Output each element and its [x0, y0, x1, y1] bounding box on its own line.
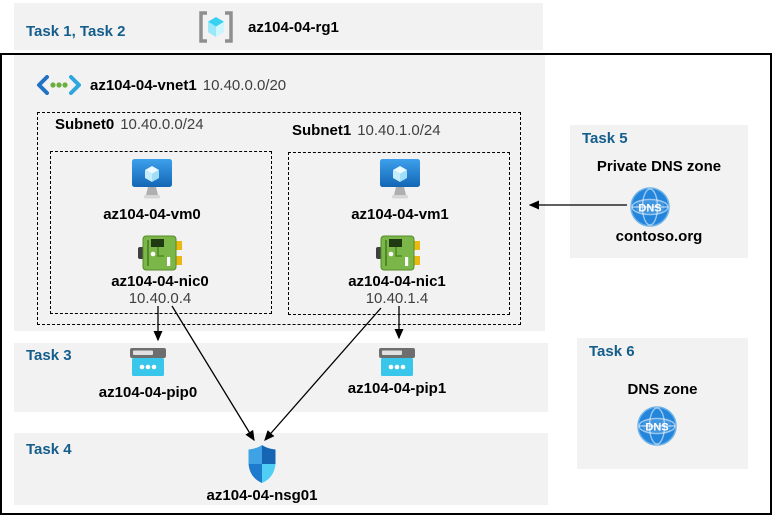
- vm0-name: az104-04-vm0: [103, 206, 201, 223]
- vnet-name: az104-04-vnet1: [90, 77, 197, 94]
- vm-icon: [131, 158, 173, 202]
- task3-label: Task 3: [26, 347, 72, 364]
- public-ip-icon: [130, 348, 166, 378]
- task5-title: Private DNS zone: [596, 158, 722, 175]
- dns-zone-icon: [637, 406, 677, 446]
- diagram-frame: [0, 53, 772, 515]
- subnet0-label-row: Subnet0 10.40.0.0/24: [55, 117, 204, 133]
- nic1-name: az104-04-nic1: [348, 273, 446, 290]
- nic0-ip: 10.40.0.4: [128, 290, 192, 307]
- task12-band: Task 1, Task 2: [14, 3, 543, 50]
- pip1-name: az104-04-pip1: [347, 380, 447, 397]
- vm-icon: [379, 158, 421, 202]
- nic-icon: [376, 234, 420, 272]
- task6-title: DNS zone: [627, 381, 698, 398]
- nic1-ip: 10.40.1.4: [365, 290, 429, 307]
- subnet0-cidr: 10.40.0.0/24: [120, 116, 204, 133]
- task4-band: Task 4: [14, 433, 548, 505]
- task4-label: Task 4: [26, 441, 72, 458]
- subnet1-label-row: Subnet1 10.40.1.0/24: [292, 123, 441, 139]
- resource-group-icon: [196, 11, 236, 43]
- private-dns-zone-name: contoso.org: [615, 228, 703, 245]
- dns-zone-icon: [630, 187, 670, 227]
- vnet-label-row: az104-04-vnet1 10.40.0.0/20: [90, 78, 286, 94]
- nic-icon: [138, 234, 182, 272]
- subnet1-cidr: 10.40.1.0/24: [357, 122, 441, 139]
- vnet-area: [14, 55, 545, 331]
- nsg-name: az104-04-nsg01: [206, 487, 318, 504]
- task5-box: Task 5 Private DNS zone contoso.org: [570, 125, 748, 258]
- vm1-name: az104-04-vm1: [351, 206, 449, 223]
- subnet0-name: Subnet0: [55, 116, 115, 133]
- nsg-shield-icon: [247, 444, 277, 484]
- task6-box: Task 6 DNS zone: [577, 338, 748, 469]
- task5-label: Task 5: [582, 130, 628, 147]
- subnet0-box: [50, 151, 272, 314]
- resource-group-name: az104-04-rg1: [248, 19, 339, 36]
- task6-label: Task 6: [589, 343, 635, 360]
- nic0-name: az104-04-nic0: [111, 273, 209, 290]
- public-ip-icon: [379, 348, 415, 378]
- task12-label: Task 1, Task 2: [26, 23, 126, 40]
- vnet-icon: [36, 75, 82, 95]
- pip0-name: az104-04-pip0: [98, 384, 198, 401]
- task3-band: Task 3: [14, 343, 548, 412]
- vnet-cidr: 10.40.0.0/20: [202, 77, 287, 94]
- subnet1-name: Subnet1: [292, 122, 352, 139]
